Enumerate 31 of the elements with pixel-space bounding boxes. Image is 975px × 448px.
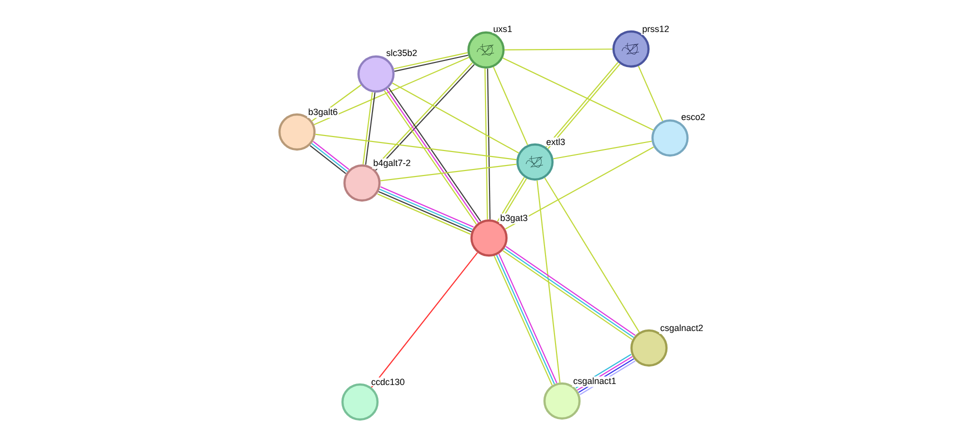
interaction-line — [536, 180, 560, 383]
node-label: csgalnact2 — [659, 323, 704, 334]
interaction-line — [492, 66, 528, 146]
node-label: uxs1 — [492, 24, 514, 34]
interaction-line — [487, 68, 491, 220]
interaction-line — [314, 56, 470, 126]
interaction-line — [504, 48, 612, 50]
node-label: csgalnact1 — [572, 376, 618, 387]
node-label: slc35b2 — [385, 48, 418, 58]
interaction-line — [371, 252, 478, 388]
interaction-line — [365, 92, 376, 165]
interaction-line — [484, 68, 488, 220]
interaction-line — [392, 82, 519, 154]
interaction-line — [502, 58, 654, 130]
node-label: extl3 — [545, 137, 566, 146]
interaction-line — [315, 134, 517, 160]
interaction-line — [638, 66, 664, 122]
node-label: b3gat3 — [499, 213, 529, 224]
interaction-line — [505, 146, 654, 230]
node-label: prss12 — [641, 24, 670, 35]
interaction-line — [362, 92, 373, 164]
node-label: b4galt7-2 — [372, 158, 412, 169]
interaction-line — [380, 164, 517, 182]
protein-node — [651, 119, 689, 157]
interaction-line — [544, 178, 640, 332]
interaction-line — [553, 140, 652, 160]
node-label: b3galt6 — [307, 107, 339, 118]
protein-node — [357, 55, 395, 93]
protein-node — [467, 31, 505, 69]
node-label: esco2 — [680, 112, 706, 122]
node-label: ccdc130 — [370, 377, 406, 386]
